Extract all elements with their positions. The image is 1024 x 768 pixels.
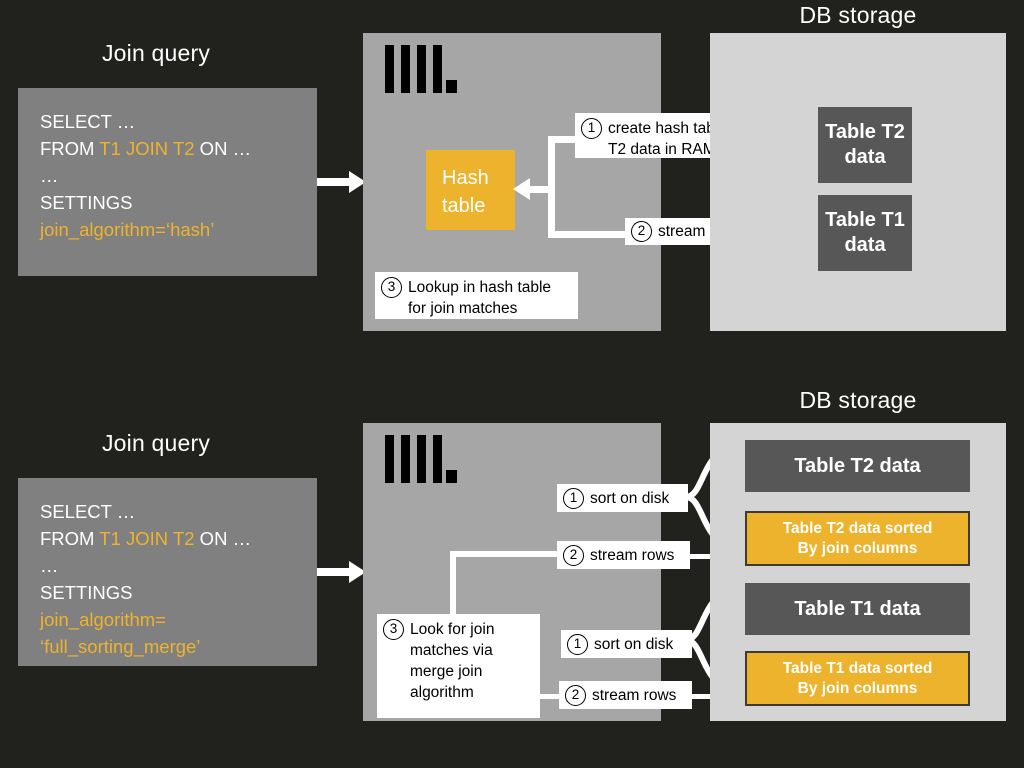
callout-lookup-hash-table: 3 Lookup in hash table for join matches xyxy=(375,272,578,319)
step-number-badge: 1 xyxy=(563,487,584,509)
table-label: Table T1 data xyxy=(825,209,905,256)
callout-merge-join: 3 Look for join matches via merge join a… xyxy=(377,614,540,718)
logo-bar xyxy=(417,435,426,483)
clickhouse-logo-top xyxy=(385,45,460,95)
query-line-select: SELECT … xyxy=(40,501,136,522)
query-on-clause: ON … xyxy=(194,138,252,159)
query-from-keyword: FROM xyxy=(40,528,100,549)
table-label: Table T1 data sorted By join columns xyxy=(782,659,933,697)
query-line-ellipsis: … xyxy=(40,555,59,576)
step-number-badge: 2 xyxy=(563,544,584,566)
arrow-head-query-to-server-top xyxy=(349,171,366,193)
callout-stream-rows-t2: 2 stream rows xyxy=(557,541,690,569)
query-line-settings: SETTINGS xyxy=(40,582,133,603)
table-label: Table T2 data xyxy=(794,454,921,477)
query-line-join-algorithm-value: ‘full_sorting_merge’ xyxy=(40,636,201,657)
table-t1-data-sorted-box: Table T1 data sorted By join columns xyxy=(745,651,970,706)
arrow-head-into-hash-table xyxy=(513,178,530,200)
db-storage-title-top: DB storage xyxy=(799,2,917,28)
table-label: Table T1 data xyxy=(794,597,921,620)
callout-sort-on-disk-t1: 1 sort on disk xyxy=(561,630,692,658)
logo-dot xyxy=(446,470,457,483)
table-t2-data-box-bottom: Table T2 data xyxy=(745,440,970,492)
callout-text: Look for join matches via merge join alg… xyxy=(410,621,495,701)
table-t2-data-sorted-box: Table T2 data sorted By join columns xyxy=(745,511,970,566)
query-box-hash: SELECT … FROM T1 JOIN T2 ON … … SETTINGS… xyxy=(18,88,317,276)
step-number-badge: 1 xyxy=(567,633,588,655)
connector-stream-t2-v xyxy=(450,551,456,619)
callout-stream-rows-t1: 2 stream rows xyxy=(559,681,692,709)
query-line-join-algorithm: join_algorithm= xyxy=(40,609,166,630)
step-number-badge: 2 xyxy=(565,684,586,706)
step-number-badge: 3 xyxy=(381,277,402,298)
query-line-from: FROM T1 JOIN T2 ON … xyxy=(40,525,295,552)
callout-text: sort on disk xyxy=(594,635,674,653)
arrow-head-query-to-server-bottom xyxy=(349,561,366,583)
logo-bar xyxy=(433,45,442,93)
db-storage-title-bottom: DB storage xyxy=(799,387,917,413)
connector-top-h2 xyxy=(548,231,648,238)
query-join-tables: T1 JOIN T2 xyxy=(99,138,195,159)
clickhouse-logo-bottom xyxy=(385,435,460,485)
callout-text: Lookup in hash table for join matches xyxy=(408,279,552,317)
query-box-merge: SELECT … FROM T1 JOIN T2 ON … … SETTINGS… xyxy=(18,478,317,666)
logo-bar xyxy=(433,435,442,483)
hash-table-label-line1: Hash xyxy=(442,167,489,189)
connector-top-arrow-stem xyxy=(530,186,554,193)
table-t1-data-box-bottom: Table T1 data xyxy=(745,583,970,635)
step-number-badge: 1 xyxy=(581,118,602,139)
query-line-from: FROM T1 JOIN T2 ON … xyxy=(40,135,295,162)
table-label: Table T2 data sorted By join columns xyxy=(782,519,933,557)
table-t2-data-box-top: Table T2 data xyxy=(818,107,912,183)
logo-bar xyxy=(417,45,426,93)
logo-bar xyxy=(385,45,394,93)
hash-table-label-line2: table xyxy=(442,195,486,217)
callout-sort-on-disk-t2: 1 sort on disk xyxy=(557,484,688,512)
query-line-select: SELECT … xyxy=(40,111,136,132)
connector-top-h1 xyxy=(548,136,586,143)
join-query-title-top: Join query xyxy=(101,40,211,66)
logo-bar xyxy=(385,435,394,483)
logo-dot xyxy=(446,80,457,93)
arrow-shaft-query-to-server-top xyxy=(317,178,351,186)
query-line-ellipsis: … xyxy=(40,165,59,186)
logo-bar xyxy=(401,435,410,483)
callout-text: stream rows xyxy=(590,546,675,564)
hash-table-box: Hash table xyxy=(426,150,515,230)
arrow-shaft-query-to-server-bottom xyxy=(317,568,351,576)
step-number-badge: 2 xyxy=(631,221,652,242)
query-on-clause: ON … xyxy=(194,528,252,549)
table-t1-data-box-top: Table T1 data xyxy=(818,195,912,271)
join-query-title-bottom: Join query xyxy=(101,430,211,456)
callout-text: stream rows xyxy=(592,686,677,704)
table-label: Table T2 data xyxy=(825,121,905,168)
query-from-keyword: FROM xyxy=(40,138,100,159)
query-join-tables: T1 JOIN T2 xyxy=(99,528,195,549)
connector-stream-t2-h xyxy=(450,551,562,557)
query-line-settings: SETTINGS xyxy=(40,192,133,213)
callout-text: sort on disk xyxy=(590,489,670,507)
query-line-join-algorithm: join_algorithm=‘hash’ xyxy=(40,219,215,240)
logo-bar xyxy=(401,45,410,93)
connector-stream-t1-h xyxy=(536,694,568,699)
step-number-badge: 3 xyxy=(383,619,404,640)
